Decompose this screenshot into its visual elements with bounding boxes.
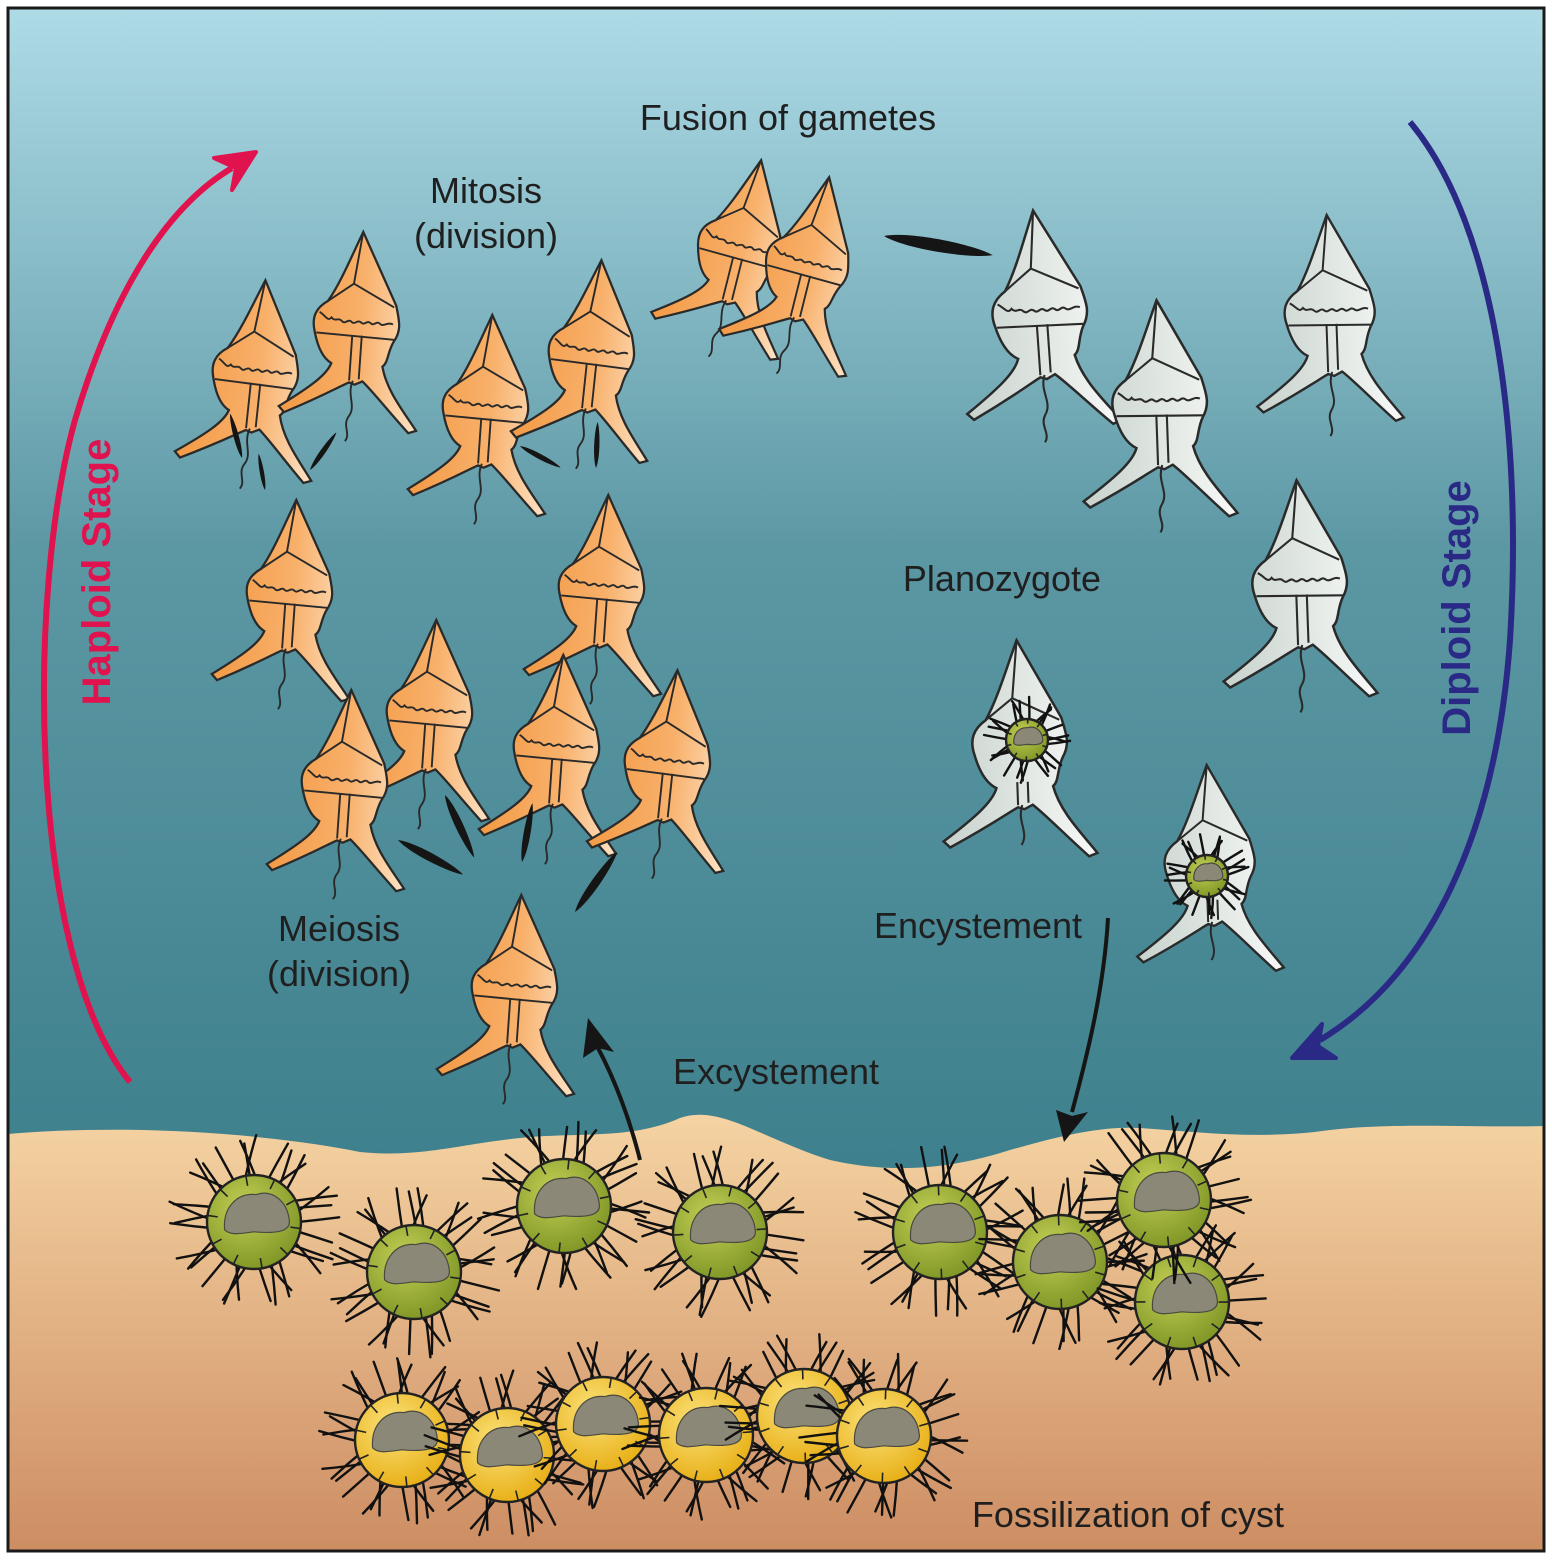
label-encystement: Encystement: [874, 905, 1082, 946]
label-diploid-stage: Diploid Stage: [1435, 480, 1479, 736]
label-mitosis: Mitosis: [430, 170, 542, 211]
label-mitosis-division: (division): [414, 215, 558, 256]
label-haploid-stage: Haploid Stage: [75, 439, 119, 706]
label-fusion-of-gametes: Fusion of gametes: [640, 97, 936, 138]
label-planozygote: Planozygote: [903, 558, 1101, 599]
label-excystement: Excystement: [673, 1051, 879, 1092]
label-meiosis-division: (division): [267, 953, 411, 994]
label-meiosis: Meiosis: [278, 908, 400, 949]
label-fossilization-of-cyst: Fossilization of cyst: [972, 1494, 1284, 1535]
